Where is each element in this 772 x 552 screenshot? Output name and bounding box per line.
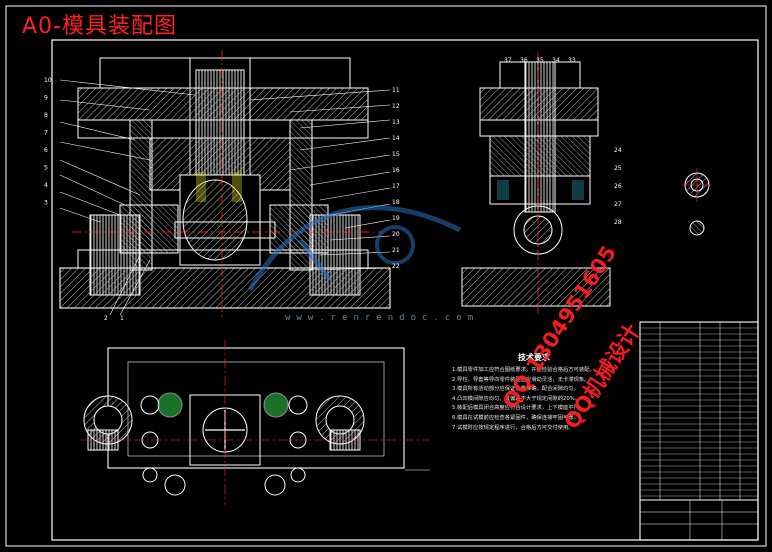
callout-label: 9 (44, 95, 48, 102)
tech-requirement-line: 6.模具在试模前应检查各紧固件，确保连接牢固可靠。 (452, 414, 579, 421)
callout-label: 24 (614, 147, 622, 154)
front-view (59, 50, 391, 318)
callout-label: 6 (44, 147, 48, 154)
tech-requirement-line: 4.凸凹模间隙应均匀，其偏差不大于规定间隙的20%。 (452, 395, 581, 402)
callout-label: 22 (392, 263, 400, 270)
callout-label: 14 (392, 135, 400, 142)
tech-requirements-heading: 技术要求 (518, 353, 550, 362)
plan-view (80, 340, 430, 505)
callout-label: 3 (44, 200, 48, 207)
callout-label: 15 (392, 151, 400, 158)
callout-label: 25 (614, 165, 622, 172)
callout-label: 12 (392, 103, 400, 110)
tech-requirements-list: 1.模具零件加工应符合图纸要求，并经检验合格后方可装配。 2.导柱、导套等导向零… (452, 366, 657, 433)
callout-label: 8 (44, 112, 48, 119)
parts-list-rows (640, 327, 758, 497)
title-block (639, 499, 759, 541)
leader-lines-left (59, 79, 196, 316)
watermark-url: www.renrendoc.com (285, 313, 480, 323)
tech-requirement-line: 2.导柱、导套等导向零件装配后应滑动灵活，无卡滞现象。 (452, 376, 590, 383)
detail-views (682, 168, 712, 236)
callout-label: 27 (614, 201, 622, 208)
callout-label: 13 (392, 119, 400, 126)
callout-label: 21 (392, 247, 400, 254)
callout-label: 16 (392, 167, 400, 174)
callout-label: 26 (614, 183, 622, 190)
tech-requirement-line: 5.装配后模具闭合高度应符合设计要求，上下模座平行。 (452, 405, 585, 412)
callout-label: 17 (392, 183, 400, 190)
callouts-left: 10 9 8 7 6 5 4 3 2 1 (44, 77, 124, 322)
parts-list (639, 321, 759, 541)
callout-label: 7 (44, 130, 48, 137)
callout-label: 34 (552, 57, 560, 64)
side-view (461, 52, 611, 316)
tech-requirement-line: 7.试模时应按规定程序进行，合格后方可交付使用。 (452, 424, 574, 431)
watermark-logo (247, 205, 462, 292)
callout-label: 20 (392, 231, 400, 238)
callout-label: 1 (120, 315, 124, 322)
callout-label: 10 (44, 77, 52, 84)
callout-label: 28 (614, 219, 622, 226)
callout-label: 33 (568, 57, 576, 64)
drawing-title: A0-模具装配图 (22, 14, 177, 39)
callout-label: 5 (44, 165, 48, 172)
callouts-side: 24 25 26 27 28 (614, 147, 622, 226)
callout-label: 11 (392, 87, 400, 94)
callout-label: 36 (520, 57, 528, 64)
tech-requirement-line: 3.模具所有活动部分应保证位置准确，配合间隙均匀。 (452, 386, 579, 393)
callouts-top: 37 36 35 34 33 (504, 57, 576, 64)
inner-frame (51, 39, 759, 541)
callout-label: 18 (392, 199, 400, 206)
callouts-right: 11 12 13 14 15 16 17 18 19 20 21 22 (392, 87, 400, 270)
callout-label: 4 (44, 182, 48, 189)
callout-label: 2 (104, 315, 108, 322)
tech-requirement-line: 1.模具零件加工应符合图纸要求，并经检验合格后方可装配。 (452, 367, 595, 373)
callout-label: 37 (504, 57, 512, 64)
callout-label: 19 (392, 215, 400, 222)
callout-label: 35 (536, 57, 544, 64)
outer-frame (5, 5, 767, 547)
